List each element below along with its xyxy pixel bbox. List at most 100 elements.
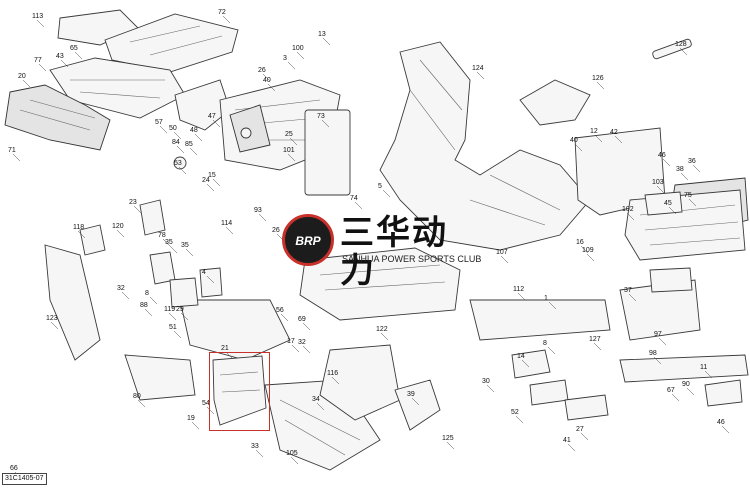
callout-12: 12 [590,128,598,135]
leader-line [38,63,47,72]
callout-113: 113 [32,13,43,20]
floor-and-rails [44,244,611,401]
leader-line [302,322,311,331]
leader-line [411,397,420,406]
leader-line [262,73,271,82]
callout-46: 46 [658,152,666,159]
leader-line [212,119,221,128]
leader-line [656,185,665,194]
leader-line [189,147,198,156]
callout-19: 19 [187,415,195,422]
leader-line [176,145,185,154]
callout-71: 71 [8,147,16,154]
leader-line [594,134,603,143]
callout-39: 39 [407,391,415,398]
callout-125: 125 [442,435,454,442]
callout-26: 26 [272,227,280,234]
callout-24: 24 [202,177,210,184]
leader-line [686,387,695,396]
callout-78: 78 [158,232,166,239]
leader-line [653,356,662,365]
leader-line [580,245,589,254]
callout-128: 128 [675,41,687,48]
callout-35: 35 [165,239,173,246]
callout-75: 75 [684,192,692,199]
leader-line [280,313,289,322]
leader-line [354,201,363,210]
callout-27: 27 [576,426,584,433]
callout-52: 52 [511,409,519,416]
leader-line [168,312,177,321]
leader-line [149,296,158,305]
callout-77: 77 [34,57,42,64]
leader-line [476,71,485,80]
leader-line [658,337,667,346]
leader-line [586,253,595,262]
callout-20: 20 [18,73,26,80]
callout-93: 93 [254,207,262,214]
callout-103: 103 [652,179,664,186]
callout-97: 97 [654,331,662,338]
callout-14: 14 [517,353,525,360]
callout-40: 40 [570,137,578,144]
leader-line [173,131,182,140]
leader-line [144,308,153,317]
callout-8: 8 [145,290,149,297]
leader-line [380,332,389,341]
callout-102: 102 [622,206,634,213]
callout-1: 1 [544,295,548,302]
front-hood-assembly [4,9,239,151]
leader-line [173,330,182,339]
leader-line [12,153,21,162]
leader-line [162,238,171,247]
leader-line [178,166,187,175]
callout-13: 13 [318,31,326,38]
highlighted-side-panel [212,355,267,426]
callout-72: 72 [218,9,226,16]
callout-85: 85 [185,141,193,148]
callout-48: 48 [190,127,198,134]
callout-109: 109 [582,247,594,254]
callout-50: 50 [169,125,177,132]
callout-17: 17 [287,338,295,345]
leader-line [206,406,215,415]
leader-line [225,226,234,235]
leader-lines [12,15,730,480]
callout-15: 15 [208,172,216,179]
leader-line [680,172,689,181]
leader-line [180,312,189,321]
callout-88: 88 [140,302,148,309]
callout-105: 105 [286,450,298,457]
leader-line [60,59,69,68]
leader-line [74,51,83,60]
callout-84: 84 [172,139,180,146]
callout-98: 98 [649,350,657,357]
leader-line [206,275,215,284]
callout-112: 112 [513,286,524,293]
leader-line [567,443,576,452]
callout-45: 45 [664,200,672,207]
callout-47: 47 [208,113,216,120]
leader-line [287,61,296,70]
callout-57: 57 [155,119,163,126]
callout-16: 16 [576,239,584,246]
callout-33: 33 [251,443,259,450]
leader-line [580,432,589,441]
leader-line [521,359,530,368]
callout-90: 90 [682,381,690,388]
callout-38: 38 [676,166,684,173]
leader-line [382,189,391,198]
callout-118: 118 [73,224,84,231]
leader-line [289,137,298,146]
leader-line [159,125,168,134]
callout-124: 124 [472,65,484,72]
brp-logo-icon: BRP [282,214,334,266]
leader-line [255,449,264,458]
leader-line [36,19,45,28]
callout-66: 66 [10,465,18,472]
callout-123: 123 [46,315,58,322]
diagram-reference-code: 31C1405-07 [2,473,47,485]
leader-line [668,206,677,215]
leader-line [446,441,455,450]
callout-74: 74 [350,195,358,202]
